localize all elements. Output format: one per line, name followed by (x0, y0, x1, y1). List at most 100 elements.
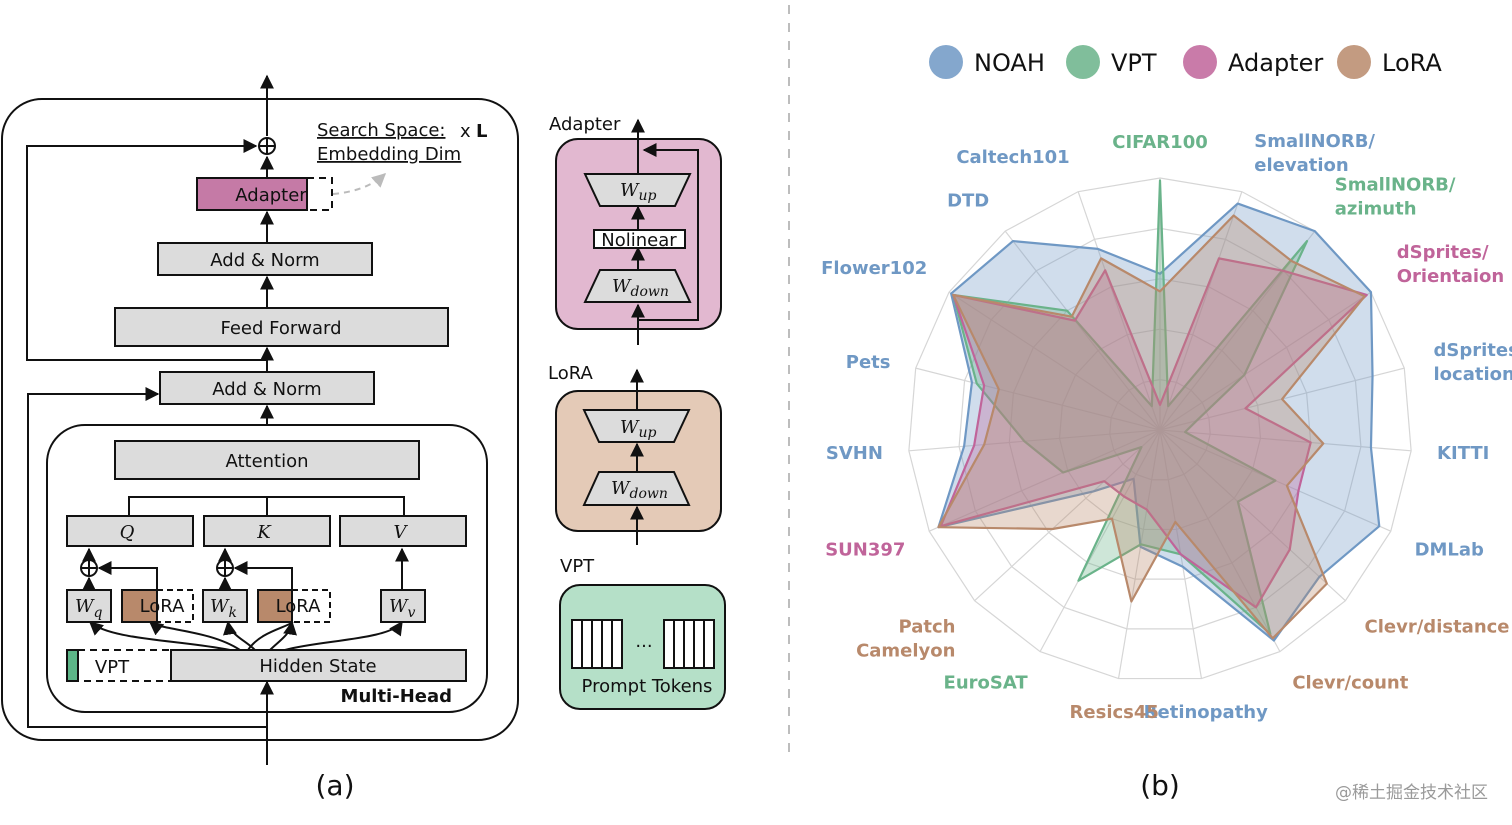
radar-grid-ring (1058, 328, 1262, 531)
caption-b: (b) (1140, 769, 1180, 802)
radar-spoke (1159, 429, 1281, 652)
adapter-search-box (306, 177, 333, 211)
search-space-line1: Search Space: (317, 120, 445, 141)
series-lora (937, 214, 1366, 640)
axis-label: dSprites/location (1433, 340, 1512, 385)
series-adapter (939, 257, 1368, 609)
k-label: K (256, 522, 272, 543)
search-space-line2: Embedding Dim (317, 144, 461, 165)
radar-spoke (948, 291, 1161, 431)
radar-spoke (915, 367, 1161, 431)
axis-label: DMLab (1415, 540, 1484, 561)
vpt-token-box (66, 649, 79, 682)
axis-label: CIFAR100 (1112, 132, 1208, 153)
axis-label: dSprites/Orientaion (1397, 242, 1504, 287)
repeat-x-label: x (460, 121, 471, 142)
wq-box (66, 589, 112, 623)
lora-module-title: LoRA (548, 363, 594, 384)
radar-spoke (1077, 191, 1161, 431)
axis-label: KITTI (1437, 443, 1489, 464)
q-label: Q (120, 522, 135, 543)
legend-swatch-vpt (1066, 45, 1100, 79)
axis-label: SUN397 (825, 540, 905, 561)
wv-label: Wv (389, 596, 416, 621)
axis-label: Clevr/distance (1365, 616, 1510, 637)
adapter-up-proj (583, 173, 692, 207)
vpt-label: VPT (95, 657, 130, 678)
radar-legend: NOAH VPT Adapter LoRA (929, 45, 1442, 79)
adapter-module-title: Adapter (549, 114, 621, 135)
radar-spoke (1159, 191, 1243, 431)
add-norm-bottom-label: Add & Norm (212, 379, 321, 400)
prompt-dots: ··· (635, 636, 652, 657)
v-box (339, 515, 467, 547)
lora-k-label: LoRA (276, 596, 322, 617)
lora-wup-label: Wup (620, 417, 657, 441)
lora-down-proj (582, 471, 691, 506)
legend-label-vpt: VPT (1111, 49, 1157, 77)
legend-swatch-noah (929, 45, 963, 79)
transformer-block-frame (1, 98, 519, 741)
feed-forward-box (114, 307, 449, 347)
attention-box (114, 440, 420, 480)
add-norm-bottom-box (159, 371, 375, 405)
legend-swatch-lora (1337, 45, 1371, 79)
adapter-label: Adapter (235, 185, 307, 206)
k-box (203, 515, 331, 547)
panel-a-boxes: Adapter Add & Norm Feed Forward Add & No… (66, 120, 487, 802)
legend-label-lora: LoRA (1382, 49, 1442, 77)
wv-box (380, 589, 426, 623)
axis-label: EuroSAT (944, 672, 1029, 693)
hidden-state-box (170, 649, 467, 682)
nolinear-label: Nolinear (601, 230, 677, 251)
vpt-module-frame (559, 584, 726, 710)
lora-q-search-box (156, 589, 194, 623)
radar-spoke (1159, 291, 1372, 431)
lora-k-box (257, 589, 293, 623)
axis-label: SVHN (826, 443, 883, 464)
radar-grid-ring (958, 227, 1362, 630)
radar-spoke (1159, 429, 1346, 602)
axis-label: DTD (947, 191, 989, 212)
radar-spoke (1004, 230, 1161, 431)
lora-up-proj (582, 409, 691, 443)
axis-label: Retinopathy (1144, 702, 1268, 723)
adapter-wdown-label: Wdown (612, 276, 669, 300)
axis-label: SmallNORB/elevation (1254, 131, 1375, 176)
nolinear-box (593, 229, 686, 249)
modules-column: Adapter Wup Nolinear Wdown LoRA Wup Wdow… (548, 114, 726, 710)
prompt-tokens-left (571, 619, 623, 669)
radar-spoke (1117, 429, 1161, 679)
feed-forward-label: Feed Forward (220, 318, 341, 339)
axis-label: Resics45 (1070, 702, 1159, 723)
panel-a (1, 74, 519, 765)
q-box (66, 515, 194, 547)
legend-swatch-adapter (1183, 45, 1217, 79)
repeat-l-label: L (476, 121, 487, 142)
lora-k-search-box (291, 589, 331, 623)
lora-wdown-label: Wdown (611, 478, 668, 502)
add-norm-top-box (157, 242, 373, 276)
lora-q-label: LoRA (140, 596, 186, 617)
wk-box (202, 589, 248, 623)
attention-label: Attention (225, 451, 308, 472)
multi-head-label: Multi-Head (341, 686, 452, 707)
v-label: V (394, 522, 409, 543)
adapter-wup-label: Wup (620, 180, 657, 204)
radar-grid-ring (908, 177, 1412, 680)
hidden-state-label: Hidden State (259, 656, 376, 677)
legend-label-adapter: Adapter (1228, 49, 1323, 77)
prompt-tokens-label: Prompt Tokens (582, 676, 713, 697)
adapter-down-proj (583, 269, 692, 303)
add-norm-top-label: Add & Norm (210, 250, 319, 271)
adapter-box (196, 177, 308, 211)
axis-label: Caltech101 (956, 147, 1069, 168)
prompt-tokens-right (663, 619, 715, 669)
wk-label: Wk (210, 596, 237, 621)
legend-label-noah: NOAH (974, 49, 1045, 77)
residual-line-2 (26, 139, 267, 361)
wq-label: Wq (75, 596, 103, 621)
